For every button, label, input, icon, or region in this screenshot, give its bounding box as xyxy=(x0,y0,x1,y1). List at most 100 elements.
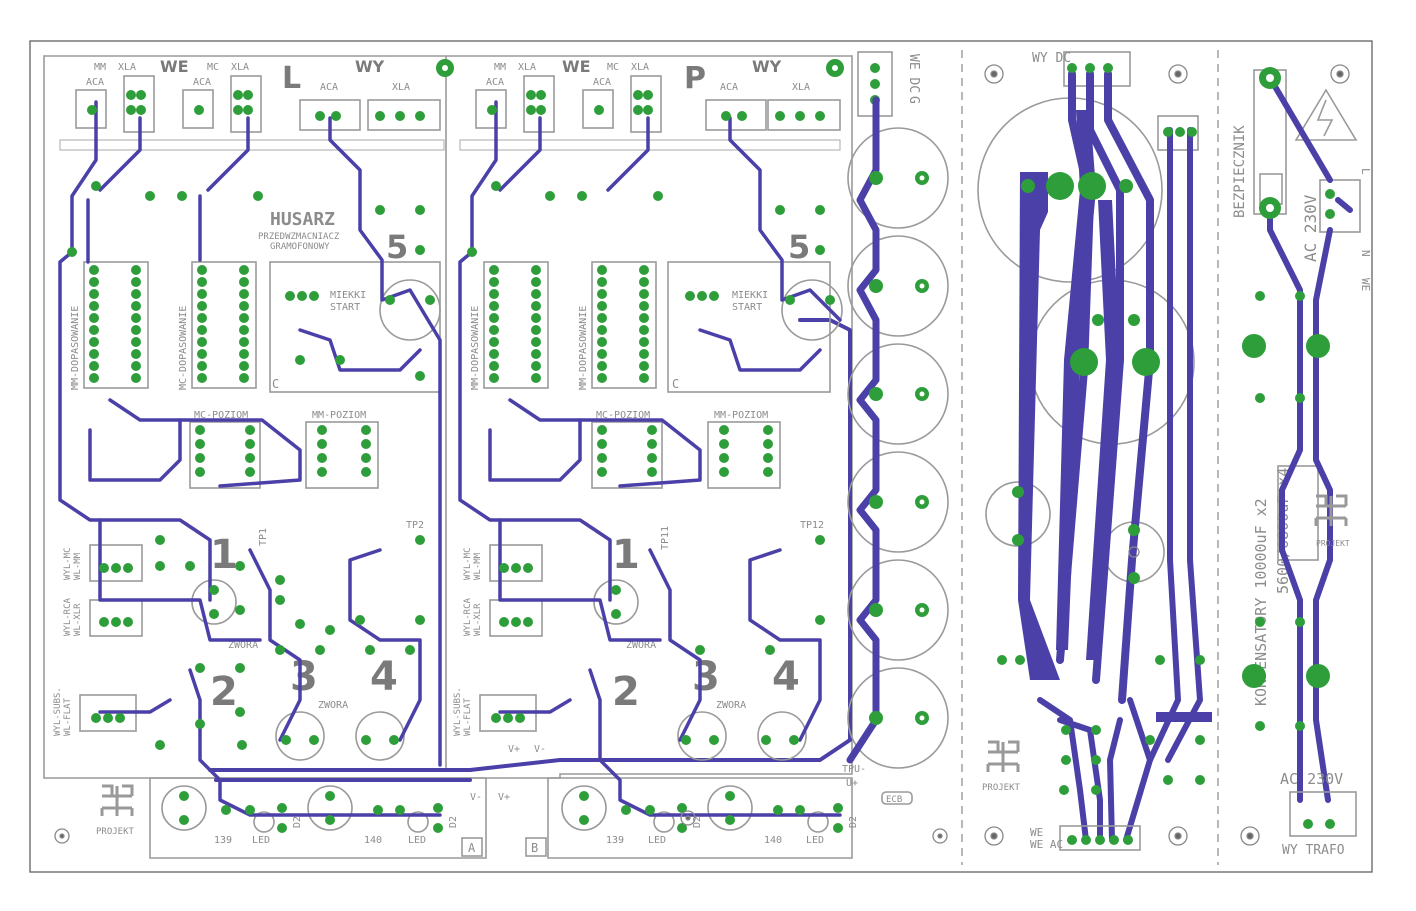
svg-text:P: P xyxy=(684,61,706,96)
mounting-holes xyxy=(54,64,1350,846)
svg-text:WY DC: WY DC xyxy=(1032,51,1071,66)
svg-text:WE DC: WE DC xyxy=(906,54,921,93)
pads-misc-left xyxy=(67,181,443,833)
svg-text:ECB: ECB xyxy=(886,795,902,805)
svg-text:3: 3 xyxy=(692,654,720,700)
svg-text:LED: LED xyxy=(806,835,824,846)
svg-text:START: START xyxy=(732,302,762,313)
svg-text:TP12: TP12 xyxy=(800,520,824,531)
psu-section: WY DC WE WE AC xyxy=(977,51,1212,851)
svg-text:BEZPIECZNIK: BEZPIECZNIK xyxy=(1232,125,1248,218)
svg-text:ZWORA: ZWORA xyxy=(716,700,746,711)
svg-text:WY: WY xyxy=(752,57,782,76)
svg-text:U+: U+ xyxy=(846,778,858,789)
svg-text:140: 140 xyxy=(764,835,782,846)
label-we: WE xyxy=(160,57,189,76)
svg-text:MIEKKI: MIEKKI xyxy=(732,290,768,301)
svg-text:WY TRAFO: WY TRAFO xyxy=(1282,843,1345,858)
svg-text:WE: WE xyxy=(1359,278,1372,291)
logo-husarz: HUSARZ xyxy=(270,209,335,230)
svg-text:WYL-SUBS.: WYL-SUBS. xyxy=(53,687,63,736)
svg-text:XLA: XLA xyxy=(631,62,649,73)
svg-text:V-: V- xyxy=(534,744,546,755)
channel-letter: L xyxy=(282,61,301,96)
svg-text:MM-POZIOM: MM-POZIOM xyxy=(312,410,366,421)
svg-text:PRZEDWZMACNIACZ: PRZEDWZMACNIACZ xyxy=(258,232,340,242)
svg-text:WL-FLAT: WL-FLAT xyxy=(63,697,73,736)
svg-text:3: 3 xyxy=(290,654,318,700)
left-channel: WE WY L MM XLA MC XLA ACA ACA ACA XLA HU… xyxy=(53,57,852,857)
svg-text:MIEKKI: MIEKKI xyxy=(330,290,366,301)
svg-text:V-: V- xyxy=(470,792,482,803)
svg-text:L: L xyxy=(1359,168,1372,175)
svg-text:4: 4 xyxy=(772,654,800,700)
svg-text:N: N xyxy=(1359,250,1372,257)
svg-text:PROJEKT: PROJEKT xyxy=(1316,539,1350,548)
svg-text:WYL-RCA: WYL-RCA xyxy=(463,597,473,636)
svg-text:WE: WE xyxy=(562,57,591,76)
svg-text:MC: MC xyxy=(207,62,219,73)
svg-text:AC 230V: AC 230V xyxy=(1301,194,1320,262)
svg-text:D2: D2 xyxy=(292,816,303,828)
svg-text:ZWORA: ZWORA xyxy=(228,640,258,651)
svg-text:WYL-MC: WYL-MC xyxy=(63,547,73,580)
svg-text:140: 140 xyxy=(364,835,382,846)
svg-text:WE: WE xyxy=(1030,826,1043,839)
svg-text:MC-POZIOM: MC-POZIOM xyxy=(596,410,650,421)
svg-text:139: 139 xyxy=(606,835,624,846)
pads-dip-left xyxy=(89,265,371,477)
svg-text:B: B xyxy=(531,841,538,855)
svg-text:XLA: XLA xyxy=(518,62,536,73)
svg-text:MC-DOPASOWANIE: MC-DOPASOWANIE xyxy=(178,306,189,390)
svg-text:WL-MM: WL-MM xyxy=(473,552,483,580)
svg-text:D2: D2 xyxy=(692,816,703,828)
svg-text:LED: LED xyxy=(648,835,666,846)
svg-text:139: 139 xyxy=(214,835,232,846)
svg-text:MC-POZIOM: MC-POZIOM xyxy=(194,410,248,421)
svg-text:MC: MC xyxy=(607,62,619,73)
svg-text:MM-DOPASOWANIE: MM-DOPASOWANIE xyxy=(470,306,481,390)
mains-section: BEZPIECZNIK AC 230V L N WE KONDENSATORY … xyxy=(1232,67,1372,858)
pads-right xyxy=(467,59,844,833)
svg-text:2: 2 xyxy=(612,669,640,715)
svg-text:LED: LED xyxy=(408,835,426,846)
svg-text:WYL-RCA: WYL-RCA xyxy=(63,597,73,636)
svg-text:TPU-: TPU- xyxy=(842,764,866,775)
svg-text:C: C xyxy=(272,377,279,391)
svg-text:MM-DOPASOWANIE: MM-DOPASOWANIE xyxy=(70,306,81,390)
svg-text:G: G xyxy=(906,96,921,104)
svg-text:V+: V+ xyxy=(508,744,520,755)
svg-text:TP1: TP1 xyxy=(258,528,269,546)
svg-text:AC 230V: AC 230V xyxy=(1280,770,1343,788)
svg-text:MM: MM xyxy=(94,62,106,73)
preamp-outline xyxy=(43,55,853,779)
capacitor-bank: WE DC G xyxy=(846,51,949,769)
svg-text:V+: V+ xyxy=(498,792,510,803)
svg-text:ACA: ACA xyxy=(86,77,104,88)
svg-text:ZWORA: ZWORA xyxy=(626,640,656,651)
svg-text:WL-XLR: WL-XLR xyxy=(73,603,83,636)
svg-text:ACA: ACA xyxy=(193,77,211,88)
svg-text:D2: D2 xyxy=(448,816,459,828)
svg-text:WYL-SUBS.: WYL-SUBS. xyxy=(453,687,463,736)
svg-text:4: 4 xyxy=(370,654,398,700)
svg-text:ACA: ACA xyxy=(593,77,611,88)
svg-text:MM: MM xyxy=(494,62,506,73)
svg-text:WE AC: WE AC xyxy=(1030,838,1063,851)
svg-text:A: A xyxy=(468,841,476,855)
svg-text:GRAMOFONOWY: GRAMOFONOWY xyxy=(270,242,330,252)
svg-text:ZWORA: ZWORA xyxy=(318,700,348,711)
svg-text:WL-MM: WL-MM xyxy=(73,552,83,580)
svg-text:START: START xyxy=(330,302,360,313)
svg-text:1: 1 xyxy=(612,532,640,578)
svg-text:D2: D2 xyxy=(848,816,859,828)
svg-text:TP11: TP11 xyxy=(660,526,671,550)
svg-text:ACA: ACA xyxy=(720,82,738,93)
svg-text:WL-FLAT: WL-FLAT xyxy=(463,697,473,736)
svg-text:PROJEKT: PROJEKT xyxy=(982,783,1021,793)
svg-text:PROJEKT: PROJEKT xyxy=(96,827,135,837)
svg-text:XLA: XLA xyxy=(231,62,249,73)
svg-text:2: 2 xyxy=(210,669,238,715)
svg-text:1: 1 xyxy=(210,532,238,578)
